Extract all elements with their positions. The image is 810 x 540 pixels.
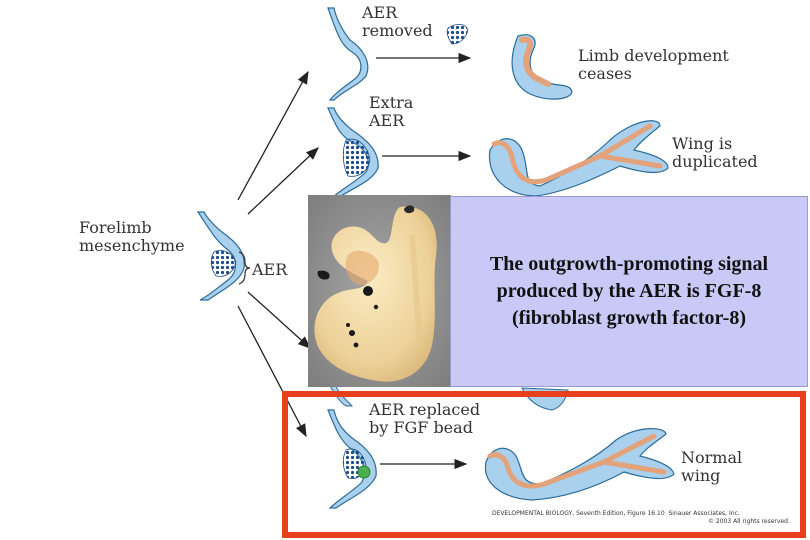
label-aer-removed: AER removed bbox=[362, 3, 433, 40]
highlight-box bbox=[282, 391, 806, 538]
embryo-photo bbox=[308, 195, 451, 387]
credit-line-2: © 2003 All rights reserved. bbox=[708, 518, 790, 525]
branch-arrows bbox=[237, 70, 319, 438]
forelimb-bud bbox=[196, 211, 251, 301]
label-wing-duplicated: Wing is duplicated bbox=[672, 134, 758, 171]
label-aer: AER bbox=[252, 260, 288, 279]
label-extra-aer: Extra AER bbox=[369, 93, 414, 130]
label-aer-replaced: AER replaced by FGF bead bbox=[369, 400, 481, 437]
fgf-bead bbox=[357, 465, 371, 479]
row-aer-removed bbox=[327, 7, 573, 101]
label-limb-development-ceases: Limb development ceases bbox=[578, 46, 729, 83]
figure-credit: DEVELOPMENTAL BIOLOGY, Seventh Edition, … bbox=[492, 510, 790, 526]
label-forelimb-mesenchyme: Forelimb mesenchyme bbox=[79, 218, 185, 255]
embryo-illustration bbox=[308, 195, 451, 387]
label-normal-wing: Normal wing bbox=[681, 448, 743, 485]
credit-line-1: DEVELOPMENTAL BIOLOGY, Seventh Edition, … bbox=[492, 510, 740, 517]
row-aer-replaced bbox=[327, 409, 675, 509]
row-extra-aer bbox=[327, 107, 669, 199]
callout-text: The outgrowth-promoting signal produced … bbox=[489, 253, 769, 329]
fgf8-callout: The outgrowth-promoting signal produced … bbox=[450, 196, 808, 387]
